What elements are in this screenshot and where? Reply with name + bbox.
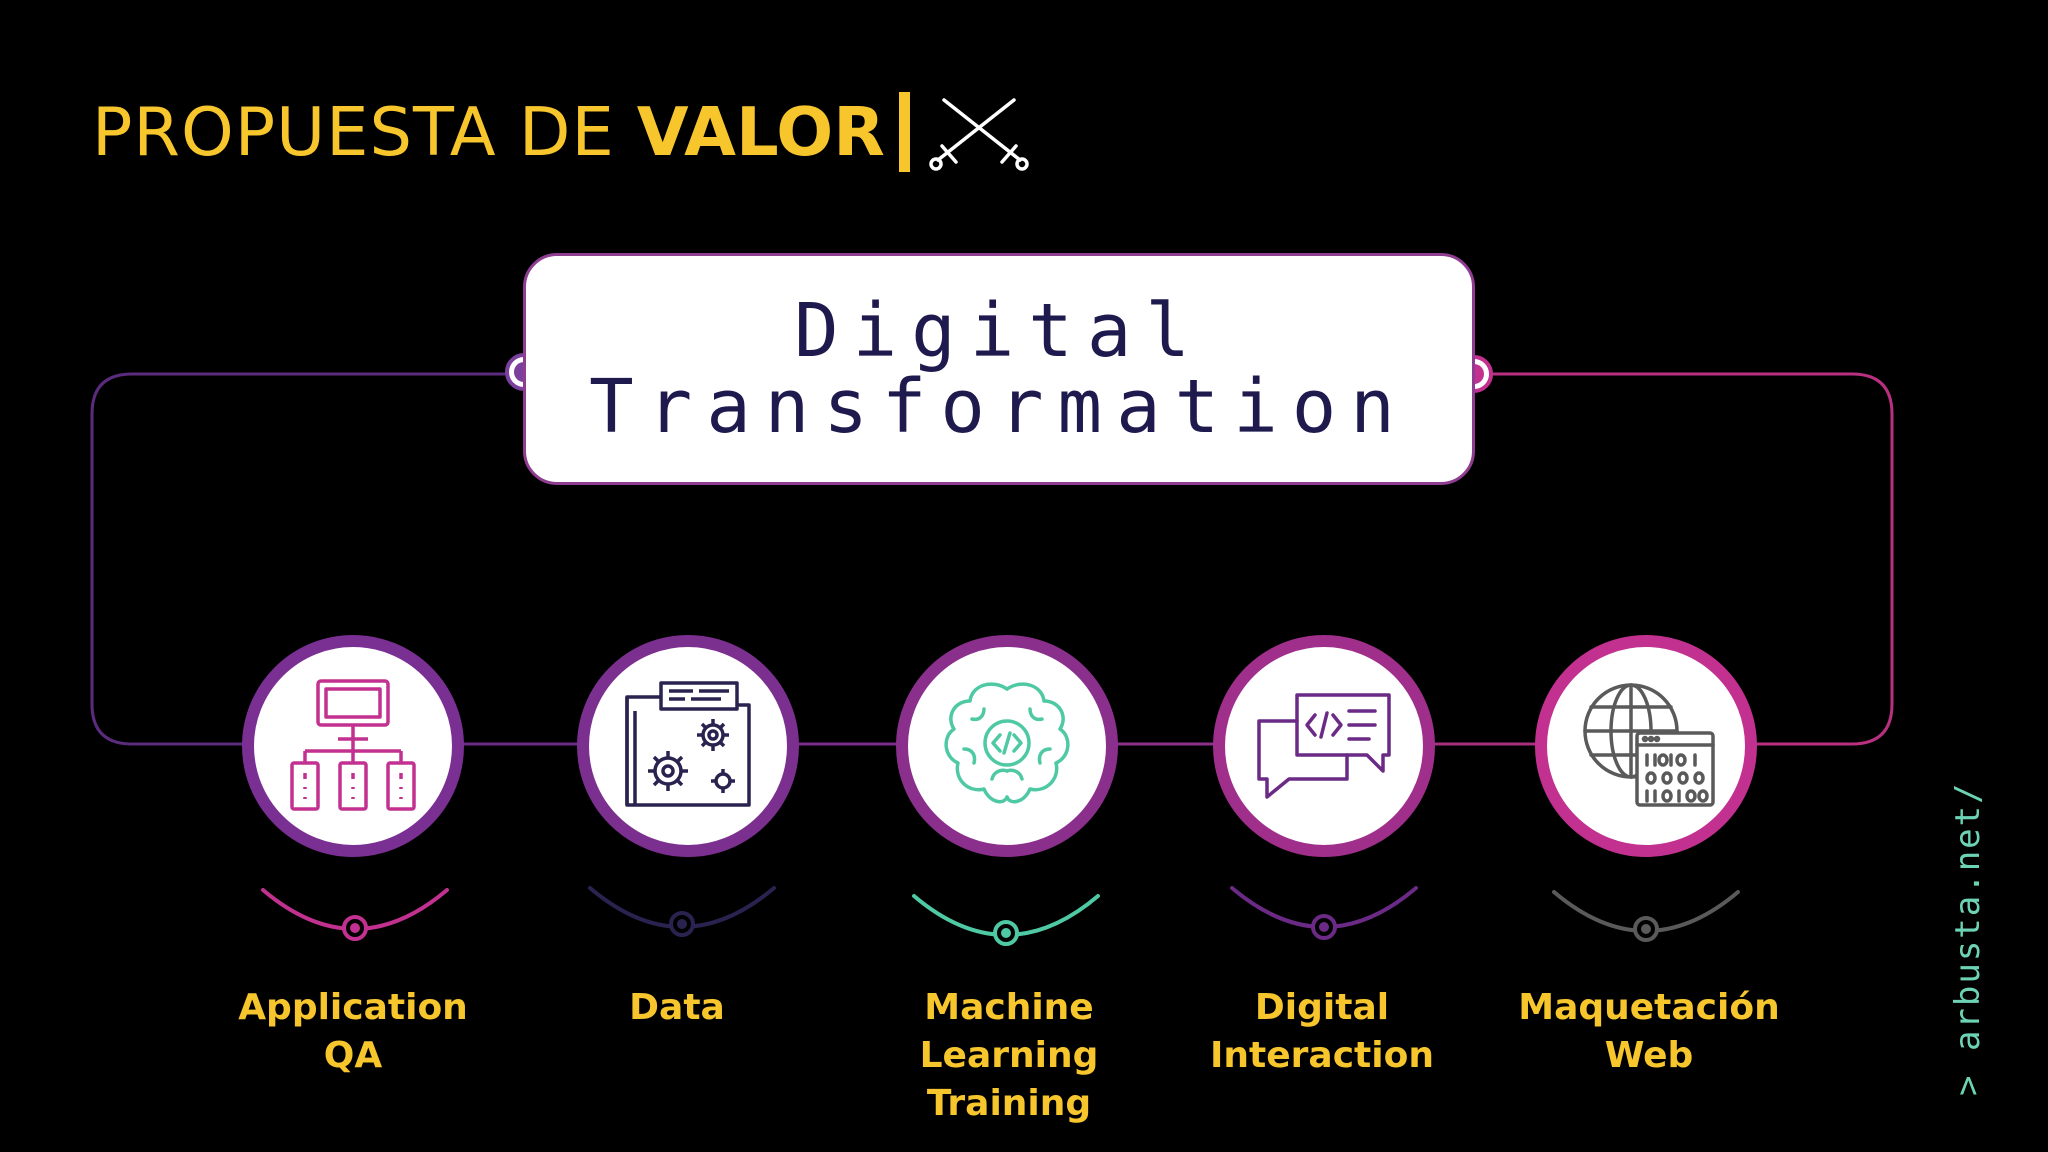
label-line: Application <box>238 987 468 1028</box>
node-maquetacion-web <box>1535 635 1757 857</box>
label-data: Data <box>527 984 827 1032</box>
central-concept-box: Digital Transformation <box>523 253 1475 485</box>
label-machine-learning: Machine Learning Training <box>859 984 1159 1128</box>
node-application-qa <box>242 635 464 857</box>
node-machine-learning <box>896 635 1118 857</box>
label-line: Data <box>629 987 725 1028</box>
central-title-line-2: Transformation <box>589 364 1409 450</box>
globe-binary-icon <box>1583 683 1715 807</box>
brain-code-icon <box>944 682 1070 804</box>
site-url: > arbusta.net/ <box>1948 781 1988 1096</box>
right-connector <box>1474 372 1894 746</box>
central-title-line-1: Digital <box>794 288 1204 374</box>
network-hierarchy-icon <box>290 679 416 811</box>
label-line: Web <box>1604 1035 1694 1076</box>
label-line: Learning <box>919 1035 1099 1076</box>
code-chat-icon <box>1257 693 1391 799</box>
label-line: QA <box>323 1035 383 1076</box>
node-digital-interaction <box>1213 635 1435 857</box>
page-title: PROPUESTA DE VALOR <box>92 82 1034 182</box>
data-folder-gears-icon <box>625 681 751 807</box>
title-light-text: PROPUESTA DE <box>92 93 615 171</box>
label-application-qa: Application QA <box>203 984 503 1080</box>
title-divider <box>898 92 910 172</box>
label-line: Digital <box>1254 987 1390 1028</box>
label-line: Interaction <box>1210 1035 1434 1076</box>
label-line: Machine <box>924 987 1094 1028</box>
label-line: Training <box>926 1083 1092 1124</box>
label-maquetacion-web: Maquetación Web <box>1499 984 1799 1080</box>
crossed-swords-icon <box>929 98 1029 171</box>
node-data <box>577 635 799 857</box>
label-digital-interaction: Digital Interaction <box>1172 984 1472 1080</box>
title-bold-text: VALOR <box>636 93 885 171</box>
left-connector <box>90 372 524 746</box>
label-line: Maquetación <box>1518 987 1780 1028</box>
